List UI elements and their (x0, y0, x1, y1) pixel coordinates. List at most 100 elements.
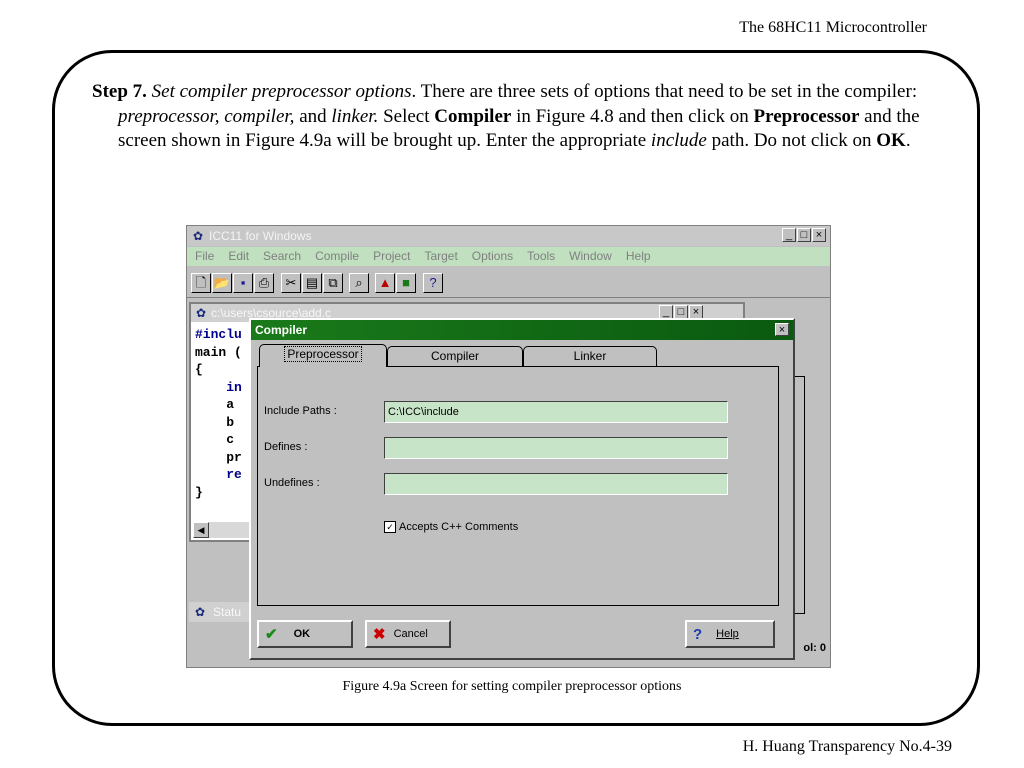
editor-close-button[interactable]: × (689, 305, 703, 319)
save-icon[interactable]: ▪ (233, 273, 253, 293)
column-indicator: ol: 0 (803, 642, 826, 654)
minimize-button[interactable]: _ (782, 228, 796, 242)
menu-tools[interactable]: Tools (527, 249, 556, 263)
code-line: b (195, 414, 235, 430)
step-em-options: preprocessor, compiler, (118, 105, 295, 127)
compiler-dialog: Compiler × Preprocessor Compiler Linker … (249, 318, 795, 660)
slide-header: The 68HC11 Microcontroller (739, 19, 927, 36)
screenshot: ✿ ICC11 for Windows _ □ × File Edit Sear… (186, 225, 831, 668)
step-text: Select (378, 105, 435, 127)
menu-compile[interactable]: Compile (315, 249, 360, 263)
tab-label: Compiler (430, 349, 479, 363)
compile-icon[interactable]: ▲ (375, 273, 395, 293)
help-button[interactable]: ? Help (685, 620, 775, 648)
new-file-icon[interactable]: 🗋 (191, 273, 211, 293)
step-bold-ok: OK (876, 130, 906, 151)
step-paragraph: Step 7. Set compiler preprocessor option… (92, 80, 952, 154)
tab-label: Linker (573, 349, 607, 363)
defines-label: Defines : (264, 441, 308, 453)
step-text: and (294, 105, 332, 127)
question-icon: ? (693, 625, 703, 643)
code-line: main ( (195, 344, 242, 360)
status-icon: ✿ (194, 605, 206, 619)
close-button[interactable]: × (812, 228, 826, 242)
code-line: re (195, 467, 242, 482)
code-line: } (195, 484, 203, 500)
step-title: Set compiler preprocessor options (151, 81, 412, 102)
figure-caption: Figure 4.9a Screen for setting compiler … (342, 679, 682, 694)
checkbox-check-icon[interactable]: ✓ (384, 521, 396, 533)
step-text: path. Do not click on (706, 130, 877, 151)
editor-minimize-button[interactable]: _ (659, 305, 673, 319)
ok-label: OK (293, 628, 311, 640)
menu-search[interactable]: Search (263, 249, 302, 263)
status-window: ✿ Statu (189, 602, 249, 622)
maximize-button[interactable]: □ (797, 228, 811, 242)
find-icon[interactable]: ⌕ (349, 273, 369, 293)
help-label: Help (716, 628, 739, 640)
code-line: { (195, 362, 203, 377)
menu-edit[interactable]: Edit (228, 249, 250, 263)
download-icon[interactable]: ■ (396, 273, 416, 293)
code-line: #inclu (195, 327, 242, 342)
dialog-titlebar: Compiler × (251, 320, 793, 340)
tab-compiler[interactable]: Compiler (387, 346, 523, 366)
cpp-comments-label: Accepts C++ Comments (399, 521, 519, 533)
app-icon: ✿ (192, 229, 204, 243)
editor-title: c:\users\csource\add.c (211, 306, 332, 320)
preprocessor-panel: Include Paths : C:\ICC\include Defines :… (257, 366, 779, 606)
code-area[interactable]: #inclu main ( { in a b c pr re } (195, 326, 242, 501)
status-title: Statu (213, 605, 242, 619)
dialog-title: Compiler (255, 323, 308, 337)
slide-frame (52, 50, 980, 726)
cancel-x-icon: ✖ (373, 626, 386, 643)
scroll-left-icon[interactable]: ◀ (193, 522, 209, 538)
undefines-input[interactable] (384, 473, 728, 495)
step-em-linker: linker. (331, 105, 379, 127)
toolbar: 🗋 📂 ▪ ⎙ ✂ ▤ ⧉ ⌕ ▲ ■ ? (187, 267, 830, 298)
step-text: in Figure 4.8 and then click on (511, 105, 754, 127)
tab-label: Preprocessor (284, 346, 362, 362)
step-text: . There are three sets of options that n… (411, 81, 918, 102)
code-line: in (195, 379, 242, 395)
code-line: c (195, 432, 235, 447)
step-text: . (905, 130, 911, 151)
step-em-include: include (650, 130, 707, 151)
app-title: ICC11 for Windows (209, 229, 312, 243)
defines-input[interactable] (384, 437, 728, 459)
code-line: a (195, 397, 235, 412)
dialog-close-button[interactable]: × (775, 323, 789, 336)
open-folder-icon[interactable]: 📂 (212, 273, 232, 293)
menu-target[interactable]: Target (424, 249, 458, 263)
step-label: Step 7. (92, 81, 147, 102)
editor-titlebar: ✿ c:\users\csource\add.c _ □ × (191, 304, 743, 322)
step-text: and the screen shown in Figure 4.9a will… (118, 105, 920, 152)
include-paths-input[interactable]: C:\ICC\include (384, 401, 728, 423)
app-titlebar: ✿ ICC11 for Windows _ □ × (187, 226, 830, 246)
help-icon[interactable]: ? (423, 273, 443, 293)
cancel-label: Cancel (393, 628, 428, 640)
cpp-comments-checkbox[interactable]: ✓ Accepts C++ Comments (384, 521, 518, 533)
cancel-button[interactable]: ✖ Cancel (365, 620, 451, 648)
tab-linker[interactable]: Linker (523, 346, 657, 366)
menu-project[interactable]: Project (373, 249, 411, 263)
editor-icon: ✿ (195, 306, 207, 320)
paste-icon[interactable]: ▤ (302, 273, 322, 293)
editor-maximize-button[interactable]: □ (674, 305, 688, 319)
step-bold-compiler: Compiler (434, 105, 512, 127)
menu-help[interactable]: Help (625, 249, 651, 263)
undefines-label: Undefines : (264, 477, 320, 489)
menu-bar: File Edit Search Compile Project Target … (187, 247, 830, 266)
copy-icon[interactable]: ⧉ (323, 273, 343, 293)
print-icon[interactable]: ⎙ (254, 273, 274, 293)
menu-window[interactable]: Window (569, 249, 612, 263)
slide-footer: H. Huang Transparency No.4-39 (742, 738, 952, 755)
checkmark-icon: ✔ (265, 626, 278, 643)
menu-file[interactable]: File (195, 249, 215, 263)
tab-preprocessor[interactable]: Preprocessor (259, 344, 387, 367)
menu-options[interactable]: Options (471, 249, 514, 263)
cut-icon[interactable]: ✂ (281, 273, 301, 293)
ok-button[interactable]: ✔ OK (257, 620, 353, 648)
code-line: pr (195, 449, 242, 465)
include-paths-label: Include Paths : (264, 405, 337, 417)
